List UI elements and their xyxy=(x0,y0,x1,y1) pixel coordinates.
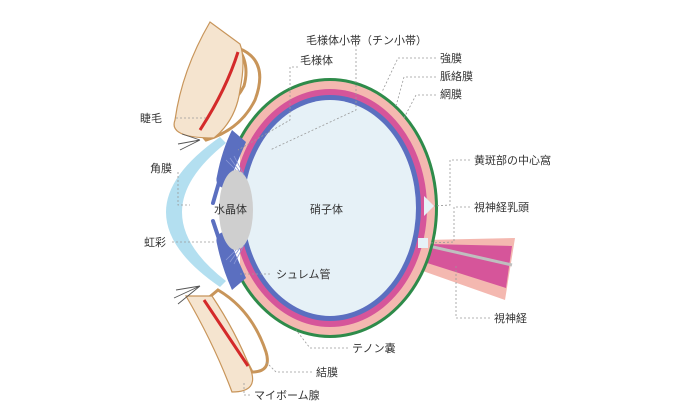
label-lens: 水晶体 xyxy=(214,202,247,216)
iris-upper xyxy=(211,170,224,205)
label-schlemm-canal: シュレム管 xyxy=(276,267,331,281)
label-choroid: 脈絡膜 xyxy=(440,69,473,83)
label-optic-nerve: 視神経 xyxy=(494,311,527,325)
label-ciliary-body: 毛様体 xyxy=(300,53,333,67)
upper-eyelid xyxy=(173,21,262,151)
label-retina: 網膜 xyxy=(440,87,462,101)
label-sclera: 強膜 xyxy=(440,52,462,65)
cornea-shape xyxy=(166,137,226,287)
label-conjunctiva: 結膜 xyxy=(316,365,338,379)
label-cornea: 角膜 xyxy=(150,162,172,175)
lower-lash-strands xyxy=(173,285,201,305)
upper-lash-strands xyxy=(177,133,201,151)
optic-nerve xyxy=(419,238,515,300)
label-optic-disc: 視神経乳頭 xyxy=(474,200,529,214)
vitreous-body xyxy=(244,100,416,316)
label-tenon-capsule: テノン嚢 xyxy=(352,341,396,355)
zonule-fibres xyxy=(225,155,245,265)
label-eyelash: 睫毛 xyxy=(140,112,162,125)
meibomian-gland-upper xyxy=(198,51,240,131)
lower-eyelid xyxy=(173,285,269,393)
fovea-pit xyxy=(424,196,434,216)
lens-shape xyxy=(219,170,253,250)
label-vitreous: 硝子体 xyxy=(310,202,343,216)
leader-lines xyxy=(172,45,490,396)
optic-disc-mark xyxy=(418,238,428,248)
meibomian-gland-lower xyxy=(202,299,250,367)
label-fovea: 黄斑部の中心窩 xyxy=(474,153,551,167)
label-ciliary-zonule: 毛様体小帯（チン小帯） xyxy=(306,33,427,47)
label-meibomian-gland: マイボーム腺 xyxy=(254,388,320,402)
iris-lower xyxy=(211,219,224,250)
label-iris: 虹彩 xyxy=(144,236,166,249)
